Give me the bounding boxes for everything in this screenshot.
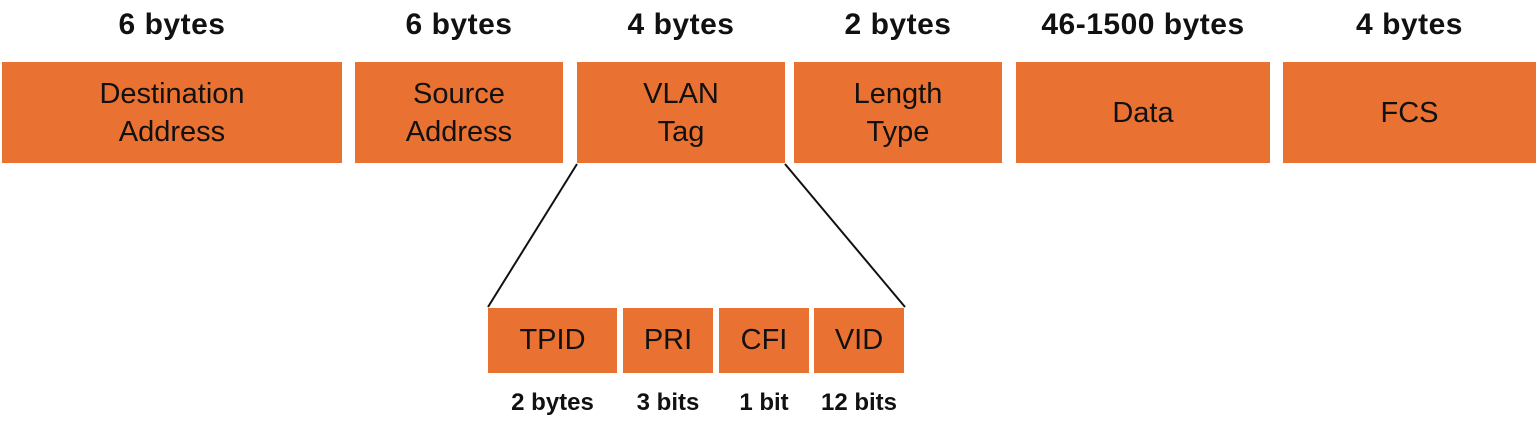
vlan-expand-line-left [487,163,578,308]
size-label-source-address: 6 bytes [405,8,513,41]
size-label-vlan-tag: 4 bytes [627,8,735,41]
field-box-fcs: FCS [1283,62,1536,163]
size-label-pri: 3 bits [636,389,700,416]
subfield-box-pri: PRI [623,308,713,373]
subfield-box-tpid: TPID [488,308,617,373]
field-box-data: Data [1016,62,1270,163]
subfield-box-vid: VID [814,308,904,373]
field-box-destination-address: Destination Address [2,62,342,163]
size-label-destination-address: 6 bytes [118,8,226,41]
size-label-tpid: 2 bytes [511,389,594,416]
size-label-length-type: 2 bytes [844,8,952,41]
vlan-expand-line-right [784,163,906,308]
size-label-fcs: 4 bytes [1356,8,1463,41]
size-label-data: 46-1500 bytes [1041,8,1245,41]
field-box-vlan-tag: VLAN Tag [577,62,785,163]
size-label-vid: 12 bits [820,389,898,416]
field-box-length-type: Length Type [794,62,1002,163]
field-box-source-address: Source Address [355,62,563,163]
size-label-cfi: 1 bit [739,389,789,416]
subfield-box-cfi: CFI [719,308,809,373]
